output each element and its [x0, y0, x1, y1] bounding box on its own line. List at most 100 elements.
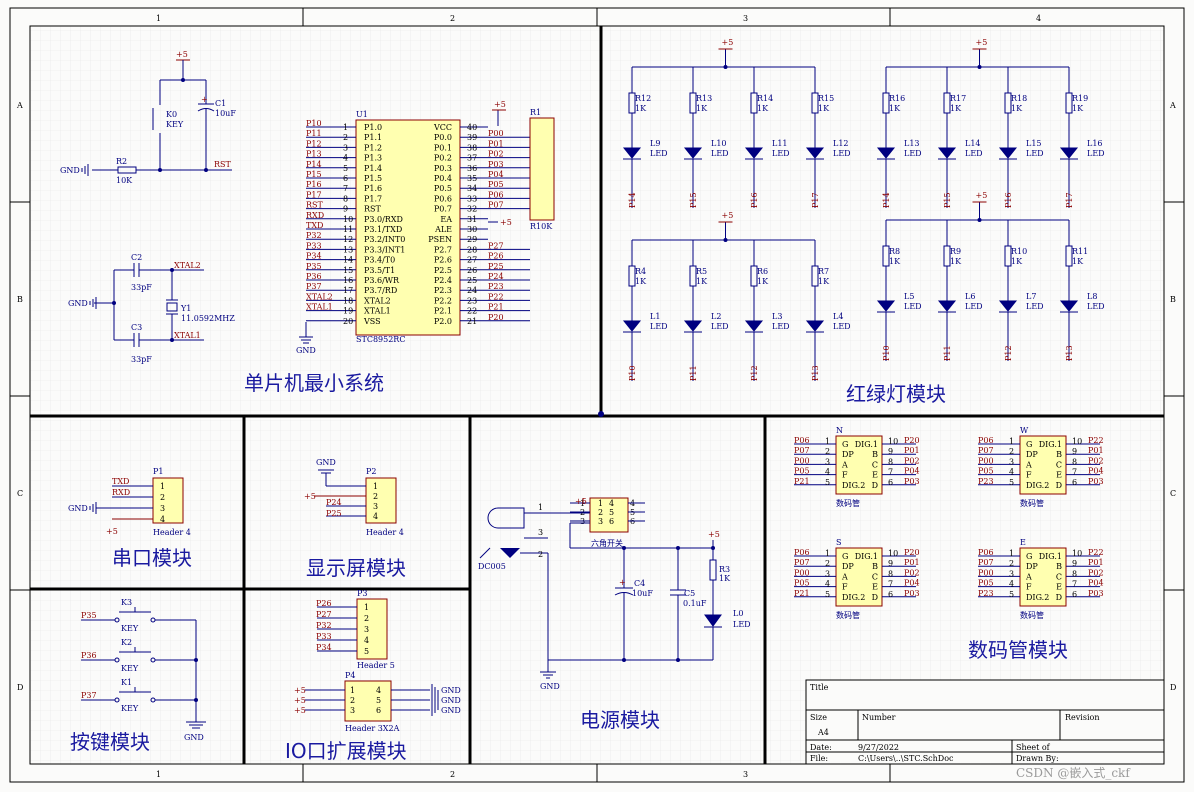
led-net-label: P11: [689, 365, 698, 381]
mcu-pin-name: P3.5/T1: [364, 266, 395, 275]
mcu-net-right: P00: [488, 129, 504, 138]
mcu-net-left: P11: [306, 129, 322, 138]
crystal-c2-val: 33pF: [131, 283, 152, 292]
led-resistor-val: 1K: [757, 277, 769, 286]
led-resistor-ref: R14: [757, 94, 773, 103]
seg7-pin-num: 8: [888, 457, 893, 466]
led-ref: L6: [965, 292, 975, 301]
mcu-net-right: P21: [488, 303, 504, 312]
l0-val: LED: [733, 620, 751, 629]
led-group-vcc: +5: [722, 211, 734, 220]
seg7-net-left: P05: [978, 467, 994, 476]
mcu-pin-name: P3.6/WR: [364, 276, 400, 285]
display-gnd-label: GND: [316, 458, 336, 467]
mcu-pin-name: P0.0: [434, 133, 452, 142]
led-resistor-val: 1K: [818, 277, 830, 286]
mcu-pin-num: 6: [343, 174, 348, 183]
mcu-pin-num: 7: [343, 184, 348, 193]
header-pin-num: 1: [160, 482, 165, 491]
zone-row-left: B: [17, 295, 23, 304]
seg7-pin-name: E: [1056, 471, 1062, 480]
block-title-leds: 红绿灯模块: [846, 382, 946, 406]
r3-ref: R3: [719, 565, 730, 574]
mcu-pin-name: P0.4: [434, 174, 452, 183]
seg7-pin-name: G: [842, 440, 848, 449]
mcu-net-left: P33: [306, 241, 322, 250]
mcu-pin-num: 32: [467, 205, 477, 214]
key-val: KEY: [121, 664, 139, 673]
led-resistor-val: 1K: [1072, 257, 1084, 266]
c5-val: 0.1uF: [683, 599, 707, 608]
header-pin-num: 1: [373, 482, 378, 491]
seg7-pin-name: DIG.1: [1039, 440, 1062, 449]
tb-revision-label: Revision: [1065, 713, 1099, 722]
mcu-net-left: P15: [306, 170, 322, 179]
seg7-pin-name: C: [872, 572, 878, 581]
drawing-area: [29, 25, 1165, 765]
seg7-pin-num: 7: [888, 468, 893, 477]
led-net-label: P12: [1004, 345, 1013, 361]
seg7-pin-num: 6: [888, 478, 893, 487]
block-title-mcu: 单片机最小系统: [244, 371, 384, 395]
switch-pin-inner: 6: [609, 517, 614, 526]
mcu-pin-name: P2.5: [434, 266, 452, 275]
led-resistor-ref: R12: [635, 94, 651, 103]
io4-gnd-label: GND: [441, 696, 461, 705]
header-pin-num: 1: [364, 603, 369, 612]
led-resistor-ref: R8: [889, 247, 900, 256]
seg7-pin-num: 10: [1072, 549, 1082, 558]
seg7-pin-num: 1: [825, 549, 830, 558]
block-dividers: [30, 26, 1164, 764]
seg7-pin-num: 3: [825, 569, 830, 578]
key-net-label: P37: [81, 691, 97, 700]
mcu-pin-num: 28: [467, 245, 477, 254]
led-resistor-ref: R5: [696, 267, 707, 276]
led-icon: [1059, 147, 1079, 159]
led-resistor-ref: R19: [1072, 94, 1088, 103]
mcu-pin-name: P3.0/RXD: [364, 215, 403, 224]
mcu-pin-num: 36: [467, 164, 477, 173]
mcu-net-left: P32: [306, 231, 322, 240]
reset-cap-plus: +: [201, 95, 208, 104]
c4-val: 10uF: [632, 589, 653, 598]
mcu-pin-name: P0.7: [434, 205, 452, 214]
mcu-pin-name: P1.5: [364, 174, 382, 183]
mcu-net-left: P34: [306, 252, 322, 261]
io4-pin-num: 4: [376, 686, 381, 695]
seg7-net-left: P00: [978, 568, 994, 577]
zone-col-bottom: 3: [743, 770, 748, 779]
mcu-net-left: P16: [306, 180, 322, 189]
mcu-pin-num: 5: [343, 164, 348, 173]
seg7-pin-name: A: [841, 572, 848, 581]
switch-pin-inner: 1: [598, 499, 603, 508]
led-ref: L2: [711, 312, 721, 321]
jack-part: DC005: [478, 562, 506, 571]
zone-row-right: D: [1170, 683, 1176, 692]
mcu-vcc-label: +5: [494, 100, 506, 109]
io3-net-label: P27: [316, 610, 332, 619]
key-ref: K3: [121, 598, 132, 607]
header-pin-num: 4: [373, 512, 378, 521]
seg7-net-right: P01: [1088, 446, 1104, 455]
seg7-pin-name: B: [1056, 450, 1062, 459]
seg7-pin-name: A: [841, 460, 848, 469]
mcu-net-left: P13: [306, 150, 322, 159]
mcu-pin-num: 35: [467, 174, 477, 183]
mcu-pin-name: P1.0: [364, 123, 382, 132]
seg7-pin-num: 5: [1009, 478, 1014, 487]
led-ref: L4: [833, 312, 843, 321]
crystal-circuit: C2 33pF C3 33pF GND Y1 11.0592MHZ XTAL2 …: [68, 253, 235, 364]
led-net-label: P10: [882, 345, 891, 361]
seg7-pin-name: DP: [842, 450, 854, 459]
header-pin-num: 4: [364, 636, 369, 645]
seg7-net-right: P04: [904, 579, 920, 588]
key-val: KEY: [121, 704, 139, 713]
seg7-net-right: P04: [904, 467, 920, 476]
seg7-net-right: P03: [1088, 589, 1104, 598]
seg7-pin-name: DIG.2: [1026, 481, 1049, 490]
led-val: LED: [1026, 302, 1044, 311]
